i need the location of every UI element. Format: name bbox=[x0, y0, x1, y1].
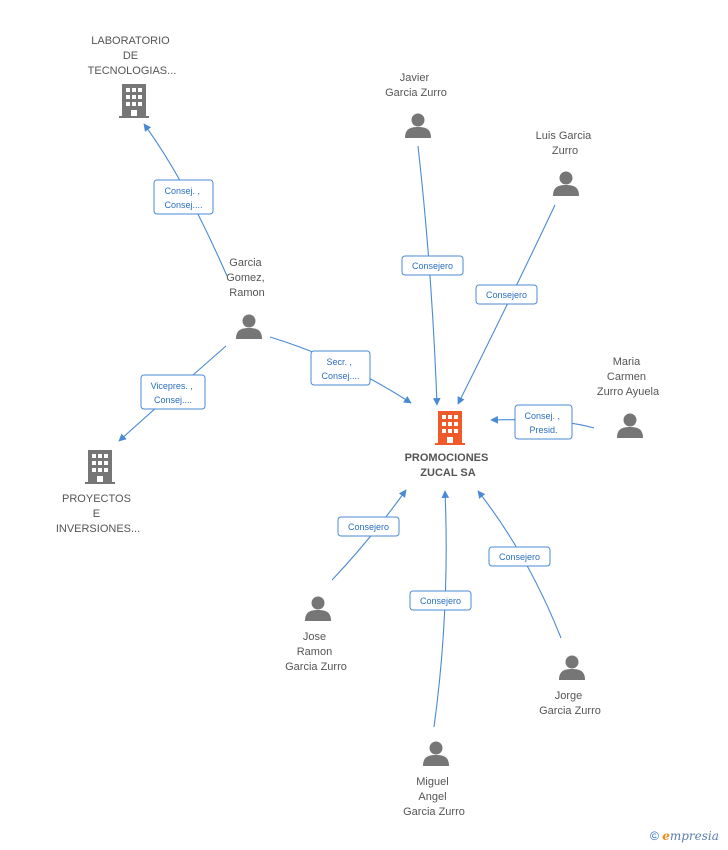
svg-text:Consejero: Consejero bbox=[486, 290, 527, 300]
edge-label-line: Consej. , bbox=[164, 186, 200, 196]
edge-label-luis-center[interactable]: Consejero bbox=[475, 284, 538, 305]
person-node-miguel[interactable]: Miguel Angel Garcia Zurro bbox=[403, 741, 465, 819]
svg-text:Jose Ramon Garcia: Jose Ramon Garcia Zurro bbox=[285, 631, 347, 673]
svg-text:Consejero: Consejero bbox=[348, 522, 389, 532]
person-icon bbox=[405, 113, 431, 138]
brand-name: mpresia bbox=[669, 829, 719, 843]
edge-label-line: Vicepres. , bbox=[151, 381, 193, 391]
person-name-line: Maria bbox=[613, 356, 641, 368]
person-icon bbox=[559, 655, 585, 680]
company-name-line: INVERSIONES... bbox=[56, 523, 140, 535]
edge-label-line: Presid. bbox=[529, 425, 557, 435]
edge-label-jose-center[interactable]: Consejero bbox=[337, 516, 400, 537]
center-company-node[interactable]: PROMOCIONES ZUCAL SA bbox=[405, 411, 492, 479]
svg-text:Javier Garcia Zurro: Javier Garcia Zurro bbox=[385, 72, 447, 99]
person-node-jose[interactable]: Jose Ramon Garcia Zurro bbox=[285, 596, 347, 674]
svg-text:Luis Garcia Zurro: Luis Garcia Zurro bbox=[536, 130, 595, 157]
edge-label-gomez-center[interactable]: Secr. , Consej.... bbox=[310, 350, 371, 386]
person-name-line: Ramon bbox=[229, 287, 264, 299]
person-name-line: Jorge bbox=[555, 690, 583, 702]
edge-label-line: Secr. , bbox=[326, 357, 352, 367]
copyright-symbol: © bbox=[650, 829, 659, 843]
edge-label-javier-center[interactable]: Consejero bbox=[401, 255, 464, 276]
person-icon bbox=[236, 314, 262, 339]
edge-label-line: Consejero bbox=[499, 552, 540, 562]
svg-text:Garcia Gomez, Ramo: Garcia Gomez, Ramon bbox=[226, 257, 268, 299]
building-icon bbox=[119, 84, 149, 118]
person-name-line: Garcia Zurro bbox=[539, 705, 601, 717]
edge-label-line: Consejero bbox=[412, 261, 453, 271]
person-icon bbox=[423, 741, 449, 766]
svg-text:Secr. , Consej....: Secr. , Consej.... bbox=[321, 357, 359, 381]
edge-label-line: Consejero bbox=[420, 596, 461, 606]
person-icon bbox=[305, 596, 331, 621]
brand-initial: e bbox=[662, 829, 670, 843]
edge-label-maria-center[interactable]: Consej. , Presid. bbox=[514, 404, 573, 440]
person-name-line: Ramon bbox=[297, 646, 332, 658]
company-node-proyectos[interactable]: PROYECTOS E INVERSIONES... bbox=[56, 450, 140, 535]
person-name-line: Carmen bbox=[607, 371, 646, 383]
person-name-line: Zurro Ayuela bbox=[597, 386, 660, 398]
person-icon bbox=[553, 171, 579, 196]
edge-label-gomez-laboratorio[interactable]: Consej. , Consej.... bbox=[153, 179, 214, 215]
edge-label-jorge-center[interactable]: Consejero bbox=[488, 546, 551, 567]
edge-label-line: Consejero bbox=[486, 290, 527, 300]
svg-text:Jorge Garcia Zurro: Jorge Garcia Zurro bbox=[539, 690, 601, 717]
svg-text:Consej. , Presid.: Consej. , Presid. bbox=[524, 411, 562, 435]
person-icon bbox=[617, 413, 643, 438]
person-name-line: Zurro bbox=[552, 145, 578, 157]
person-name-line: Garcia Zurro bbox=[285, 661, 347, 673]
edge-label-line: Consej.... bbox=[164, 200, 202, 210]
edge-label-line: Consej.... bbox=[321, 371, 359, 381]
edge-label-gomez-proyectos[interactable]: Vicepres. , Consej.... bbox=[140, 374, 206, 410]
svg-text:Consej. , Consej....: Consej. , Consej.... bbox=[164, 186, 202, 210]
person-name-line: Luis Garcia bbox=[536, 130, 593, 142]
person-name-line: Garcia bbox=[229, 257, 262, 269]
person-node-luis[interactable]: Luis Garcia Zurro bbox=[536, 130, 595, 196]
person-name-line: Miguel bbox=[416, 776, 448, 788]
svg-text:PROMOCIONES ZUCAL SA: PROMOCIONES ZUCAL SA bbox=[405, 452, 492, 479]
building-icon bbox=[435, 411, 465, 445]
svg-text:Miguel Angel Garci: Miguel Angel Garcia Zurro bbox=[403, 776, 465, 818]
building-icon bbox=[85, 450, 115, 484]
company-name-line: DE bbox=[123, 50, 138, 62]
svg-text:Consejero: Consejero bbox=[420, 596, 461, 606]
svg-text:PROYECTOS E INVERS: PROYECTOS E INVERSIONES... bbox=[56, 493, 140, 535]
person-node-maria[interactable]: Maria Carmen Zurro Ayuela bbox=[597, 356, 660, 438]
edge-label-line: Consej.... bbox=[154, 395, 192, 405]
person-node-garcia-gomez[interactable]: Garcia Gomez, Ramon bbox=[226, 257, 268, 339]
person-node-javier[interactable]: Javier Garcia Zurro bbox=[385, 72, 447, 138]
person-name-line: Javier bbox=[400, 72, 430, 84]
svg-text:Consejero: Consejero bbox=[499, 552, 540, 562]
edge-label-line: Consejero bbox=[348, 522, 389, 532]
svg-text:Vicepres. , Consej....: Vicepres. , Consej.... bbox=[151, 381, 196, 405]
footer-credit: © empresia bbox=[650, 829, 719, 843]
center-name-line: ZUCAL SA bbox=[420, 467, 475, 479]
company-name-line: PROYECTOS bbox=[62, 493, 131, 505]
brand-logo[interactable]: empresia bbox=[662, 829, 719, 843]
person-name-line: Gomez, bbox=[226, 272, 265, 284]
person-name-line: Garcia Zurro bbox=[385, 87, 447, 99]
company-name-line: TECNOLOGIAS... bbox=[88, 65, 177, 77]
center-name-line: PROMOCIONES bbox=[405, 452, 489, 464]
person-node-jorge[interactable]: Jorge Garcia Zurro bbox=[539, 655, 601, 718]
company-name-line: LABORATORIO bbox=[91, 35, 170, 47]
person-name-line: Garcia Zurro bbox=[403, 806, 465, 818]
person-name-line: Jose bbox=[303, 631, 326, 643]
svg-text:LABORATORIO DE TEC: LABORATORIO DE TECNOLOGIAS... bbox=[88, 35, 177, 77]
company-name-line: E bbox=[93, 508, 100, 520]
svg-text:Maria Carmen Zurro: Maria Carmen Zurro Ayuela bbox=[597, 356, 660, 398]
edge-label-miguel-center[interactable]: Consejero bbox=[409, 590, 472, 611]
svg-text:Consejero: Consejero bbox=[412, 261, 453, 271]
edge-jose-center bbox=[331, 489, 407, 581]
company-node-laboratorio[interactable]: LABORATORIO DE TECNOLOGIAS... bbox=[88, 35, 177, 118]
person-name-line: Angel bbox=[418, 791, 446, 803]
edge-label-line: Consej. , bbox=[524, 411, 560, 421]
